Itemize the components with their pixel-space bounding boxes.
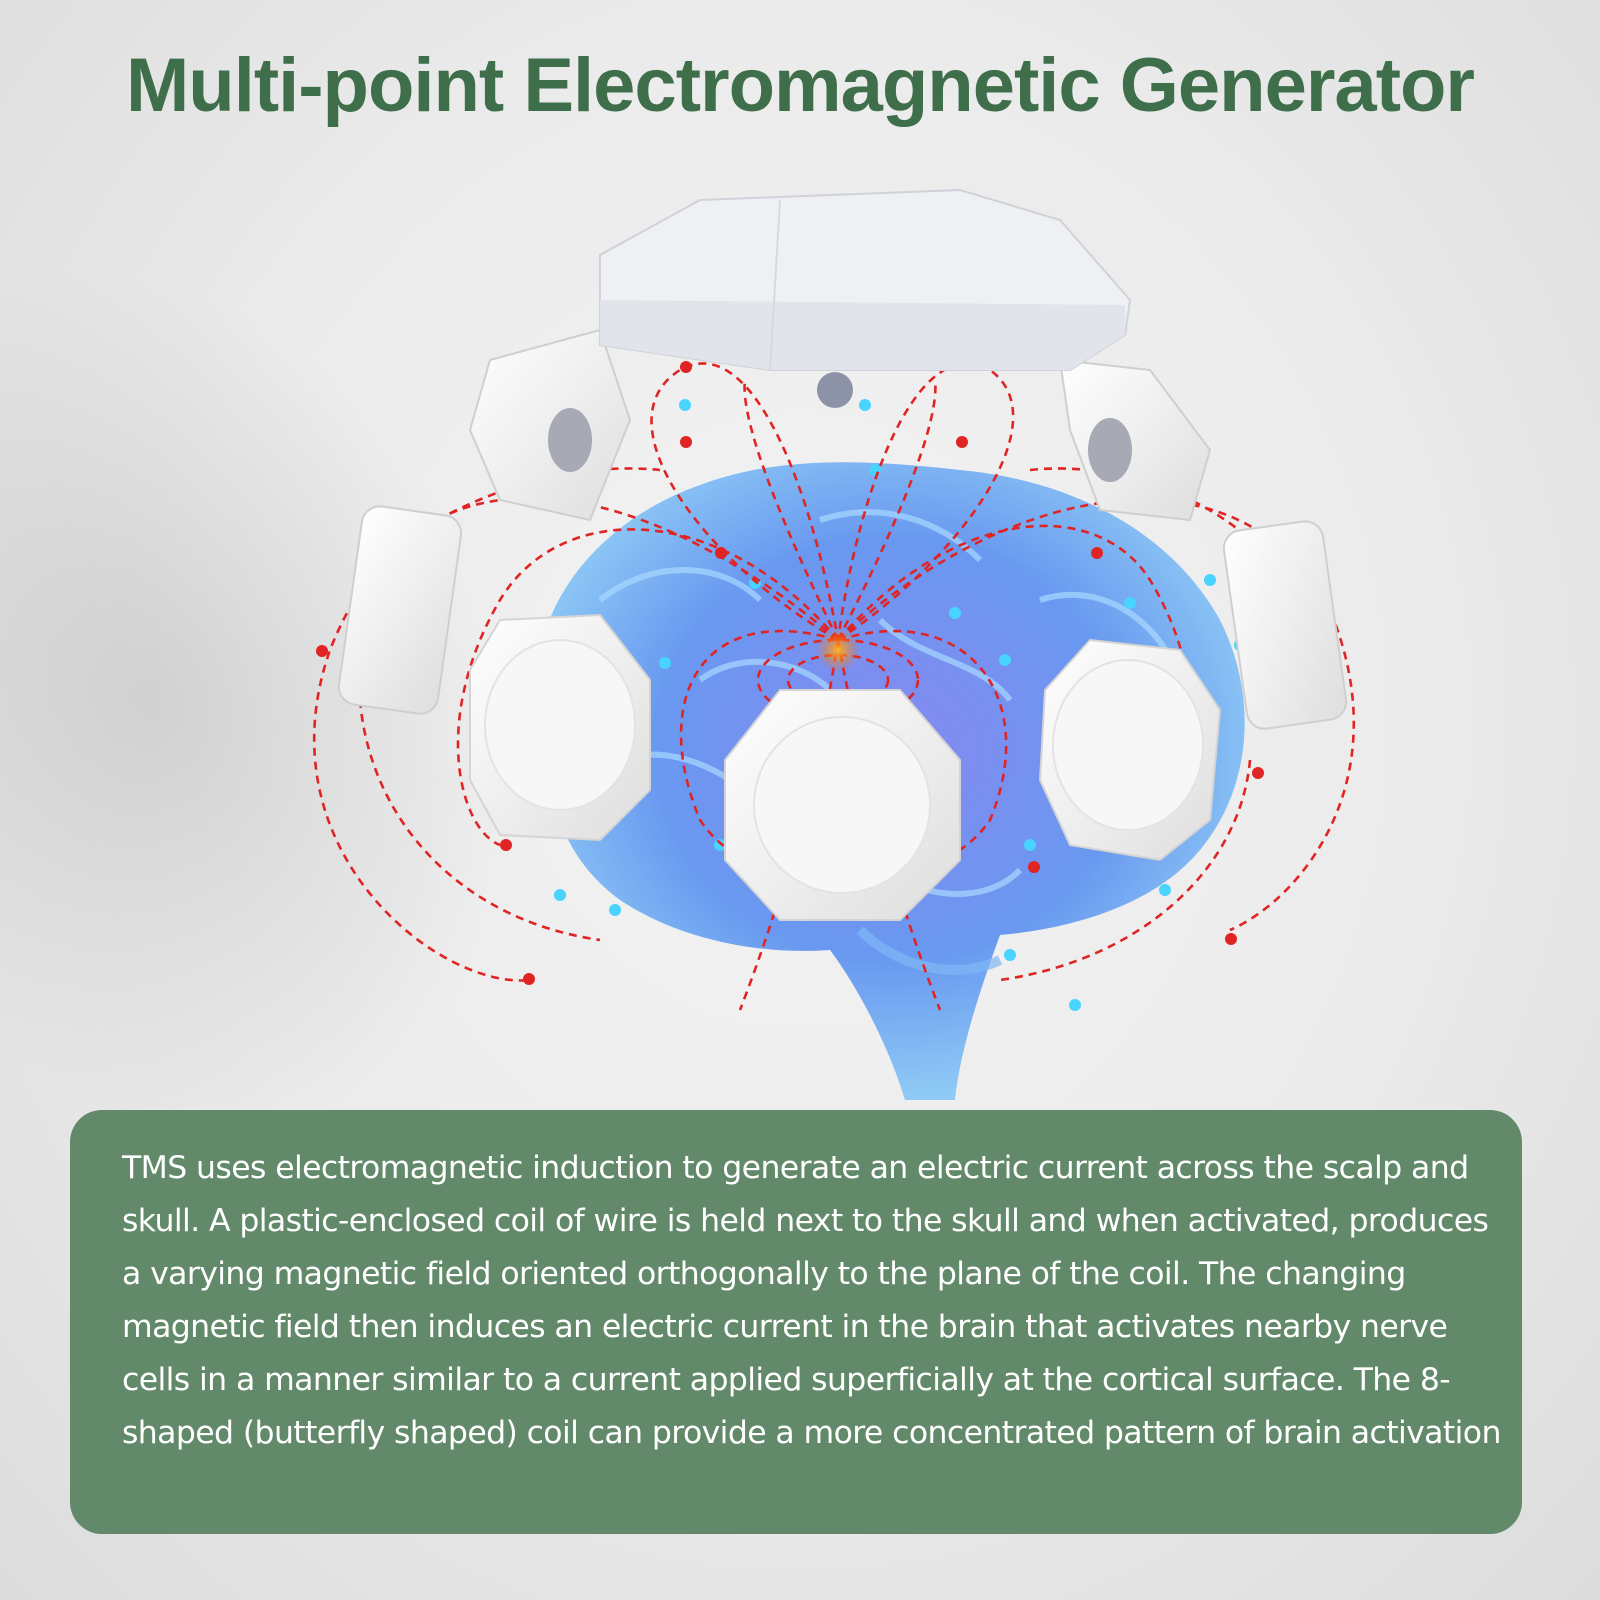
control-unit-icon	[599, 188, 1132, 408]
focus-glow	[816, 628, 860, 672]
description-panel	[70, 1110, 1522, 1534]
coil-pad-icon	[337, 328, 1348, 921]
page-title: Multi-point Electromagnetic Generator	[125, 43, 1475, 128]
description-text: TMS uses electromagnetic induction to ge…	[122, 1150, 1501, 1451]
